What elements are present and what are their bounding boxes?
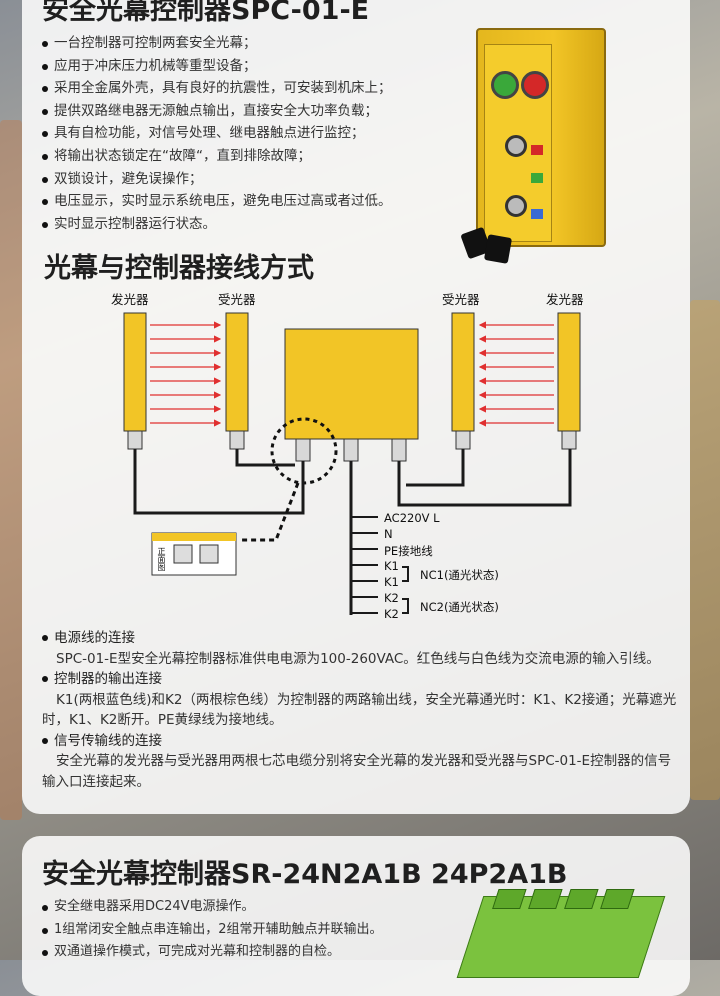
wiring-drawing (123, 312, 581, 615)
relay-terminal-icon (600, 889, 635, 909)
feature-item: 电压显示，实时显示系统电压，避免电压过高或者过低。 (42, 190, 392, 213)
feature-item: 具有自检功能，对信号处理、继电器触点进行监控； (42, 122, 392, 145)
receiver-right-label: 受光器 (442, 292, 480, 307)
emitter-left-label: 发光器 (111, 292, 149, 307)
relay-terminal-icon (564, 889, 599, 909)
wire-label-k1a: K1 (384, 559, 399, 573)
section2-title: 光幕与控制器接线方式 (44, 253, 314, 284)
wire-label-l: AC220V L (384, 511, 440, 525)
green-button-icon (491, 71, 519, 99)
feature-item: 双锁设计，避免误操作； (42, 168, 392, 191)
feature-item: 安全继电器采用DC24V电源操作。 (42, 896, 383, 919)
note-text: K1(两根蓝色线)和K2（两根棕色线）为控制器的两路输出线，安全光幕通光时：K1… (42, 691, 677, 729)
note-heading: 信号传输线的连接 (42, 731, 682, 752)
indicator-icon (531, 145, 543, 155)
controller-box (284, 328, 419, 440)
receiver-left-bar (225, 312, 249, 432)
feature-item: 双通道操作模式，可完成对光幕和控制器的自检。 (42, 941, 383, 964)
key-lock-icon (505, 135, 527, 157)
indicator-icon (531, 173, 543, 183)
wire-label-k2a: K2 (384, 591, 399, 605)
wire-label-k1b: K1 (384, 575, 399, 589)
feature-item: 提供双路继电器无源触点输出，直接安全大功率负载； (42, 100, 392, 123)
key-fob-icon (483, 234, 513, 264)
note-heading: 控制器的输出连接 (42, 669, 682, 690)
wire-label-pe: PE接地线 (384, 544, 433, 558)
nc2-label: NC2(通光状态) (420, 600, 499, 614)
wire-label-k2b: K2 (384, 607, 399, 621)
light-beams-right (478, 321, 554, 427)
feature-list-2: 安全继电器采用DC24V电源操作。1组常闭安全触点串连输出，2组常开辅助触点并联… (42, 896, 383, 964)
background-decor (690, 300, 720, 800)
emitter-right-label: 发光器 (546, 292, 584, 307)
feature-item: 应用于冲床压力机械等重型设备； (42, 55, 392, 78)
indicator-icon (531, 209, 543, 219)
light-beams-left (150, 321, 222, 427)
note-text: SPC-01-E型安全光幕控制器标准供电电源为100-260VAC。红色线与白色… (56, 650, 660, 667)
key-lock-icon (505, 195, 527, 217)
section1-title: 安全光幕控制器SPC-01-E (42, 0, 370, 26)
note-text: 安全光幕的发光器与受光器用两根七芯电缆分别将安全光幕的发光器和受光器与SPC-0… (42, 753, 672, 790)
wiring-diagram: 发光器 受光器 受光器 发光器 (100, 285, 620, 625)
emitter-left-bar (123, 312, 147, 432)
relay-terminal-icon (492, 889, 527, 909)
front-view-label: 正面图 (157, 547, 166, 571)
red-button-icon (521, 71, 549, 99)
wire-label-n: N (384, 527, 393, 541)
receiver-right-bar (451, 312, 475, 432)
nc1-label: NC1(通光状态) (420, 568, 499, 582)
feature-item: 1组常闭安全触点串连输出，2组常开辅助触点并联输出。 (42, 919, 383, 942)
emitter-right-bar (557, 312, 581, 432)
feature-item: 采用全金属外壳，具有良好的抗震性，可安装到机床上； (42, 77, 392, 100)
feature-item: 一台控制器可控制两套安全光幕； (42, 32, 392, 55)
receiver-left-label: 受光器 (218, 292, 256, 307)
controller-product-image (460, 28, 606, 264)
section3-title: 安全光幕控制器SR-24N2A1B 24P2A1B (42, 859, 568, 890)
background-decor (0, 120, 22, 820)
feature-item: 实时显示控制器运行状态。 (42, 213, 392, 236)
feature-list: 一台控制器可控制两套安全光幕；应用于冲床压力机械等重型设备；采用全金属外壳，具有… (42, 32, 392, 235)
relay-terminal-icon (528, 889, 563, 909)
note-heading: 电源线的连接 (42, 628, 682, 649)
feature-item: 将输出状态锁定在“故障“，直到排除故障； (42, 145, 392, 168)
connection-notes: 电源线的连接 SPC-01-E型安全光幕控制器标准供电电源为100-260VAC… (42, 628, 682, 792)
safety-relay-product-image (456, 889, 666, 978)
